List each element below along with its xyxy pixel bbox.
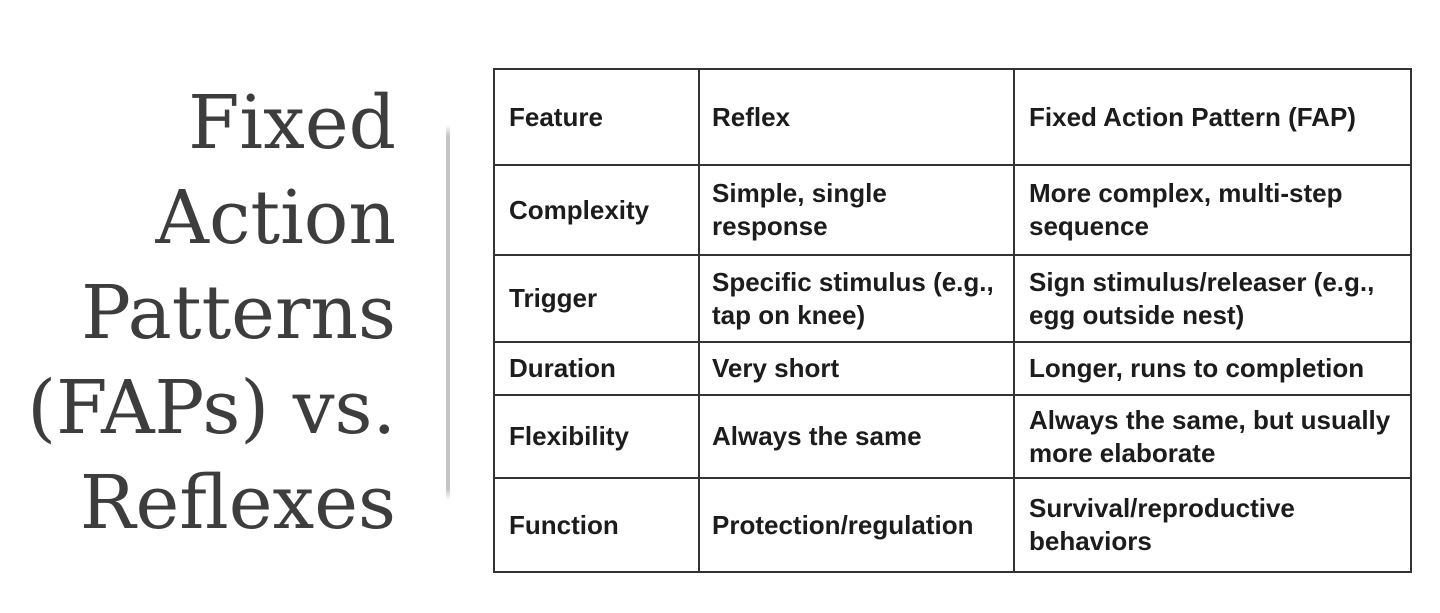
title-line: Reflexes: [79, 460, 396, 546]
reflex-cell: Protection/regulation: [698, 477, 1015, 573]
title-line: Patterns: [81, 270, 396, 356]
title-line: Fixed: [188, 80, 396, 166]
fap-cell: Longer, runs to completion: [1013, 341, 1412, 396]
fap-cell: More complex, multi-step sequence: [1013, 164, 1412, 256]
comparison-table: Feature Reflex Fixed Action Pattern (FAP…: [493, 68, 1412, 573]
fap-cell: Sign stimulus/releaser (e.g., egg outsid…: [1013, 254, 1412, 343]
header-fap: Fixed Action Pattern (FAP): [1013, 68, 1412, 166]
reflex-cell: Very short: [698, 341, 1015, 396]
reflex-cell: Simple, single response: [698, 164, 1015, 256]
feature-cell: Trigger: [493, 254, 700, 343]
table-header-row: Feature Reflex Fixed Action Pattern (FAP…: [493, 68, 1412, 166]
feature-cell: Function: [493, 477, 700, 573]
fap-cell: Always the same, but usually more elabor…: [1013, 394, 1412, 479]
page-title: Fixed Action Patterns (FAPs) vs. Reflexe…: [0, 76, 396, 551]
feature-cell: Complexity: [493, 164, 700, 256]
fap-cell: Survival/reproductive behaviors: [1013, 477, 1412, 573]
reflex-cell: Always the same: [698, 394, 1015, 479]
title-line: (FAPs) vs.: [27, 365, 396, 451]
title-line: Action: [155, 175, 397, 261]
reflex-cell: Specific stimulus (e.g., tap on knee): [698, 254, 1015, 343]
header-reflex: Reflex: [698, 68, 1015, 166]
header-feature: Feature: [493, 68, 700, 166]
feature-cell: Duration: [493, 341, 700, 396]
vertical-divider: [446, 125, 450, 500]
feature-cell: Flexibility: [493, 394, 700, 479]
